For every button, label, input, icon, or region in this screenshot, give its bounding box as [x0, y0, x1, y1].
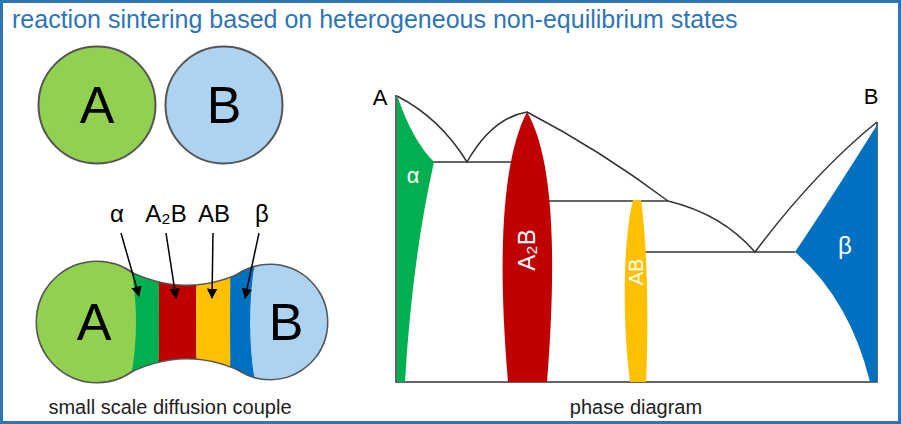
region-shape — [795, 125, 877, 382]
leader-arrow — [212, 233, 213, 298]
phase-label: α — [110, 202, 124, 226]
band-a — [0, 230, 136, 414]
leader-arrow — [166, 233, 176, 298]
phase-label: A₂B — [145, 202, 186, 226]
leader-arrows — [121, 233, 259, 298]
circle-shape — [166, 47, 283, 164]
band-ab — [196, 230, 232, 414]
circle-shape — [39, 47, 156, 164]
band-a2b — [158, 230, 198, 414]
axes — [396, 95, 877, 382]
node-text: B — [269, 296, 304, 348]
node-text: A — [77, 296, 112, 348]
node-text: AB — [626, 259, 646, 286]
phase-region: A₂B — [494, 111, 560, 383]
axis-label: B — [864, 86, 879, 108]
eutectic-line — [433, 161, 512, 163]
phase-bands — [0, 230, 340, 414]
region-shape — [625, 200, 648, 382]
node-outline — [620, 199, 650, 383]
particle-circle: B — [213, 265, 327, 379]
peritectic-line — [548, 200, 668, 202]
node-text: A — [80, 79, 115, 131]
node-text: α — [407, 165, 420, 187]
phase-label: β — [255, 202, 269, 226]
diffusion-couple — [0, 230, 340, 414]
phase-region: β — [794, 124, 878, 383]
diagram-title: reaction sintering based on heterogeneou… — [12, 7, 737, 32]
band-alpha — [122, 230, 159, 414]
node-text: β — [838, 234, 852, 258]
phase-diagram-lines — [396, 95, 877, 382]
band-b — [250, 230, 340, 414]
leader-arrow — [121, 233, 139, 296]
particle-circle: A — [37, 262, 157, 382]
node-text: B — [207, 79, 242, 131]
particle-circle: A — [37, 45, 157, 165]
node-outline — [794, 124, 878, 383]
panel-caption: phase diagram — [570, 397, 702, 417]
node-outline — [396, 94, 436, 384]
leader-arrow — [245, 233, 259, 298]
phase-label: AB — [198, 202, 230, 226]
region-shape — [503, 112, 553, 382]
eutectic-line — [640, 251, 795, 253]
particle-circle: B — [164, 45, 284, 165]
phase-region: AB — [620, 199, 650, 383]
phase-region: α — [396, 94, 436, 384]
node-text: A₂B — [515, 229, 539, 270]
panel-caption: small scale diffusion couple — [48, 397, 291, 417]
region-shape — [397, 95, 434, 382]
axis-label: A — [373, 87, 388, 109]
